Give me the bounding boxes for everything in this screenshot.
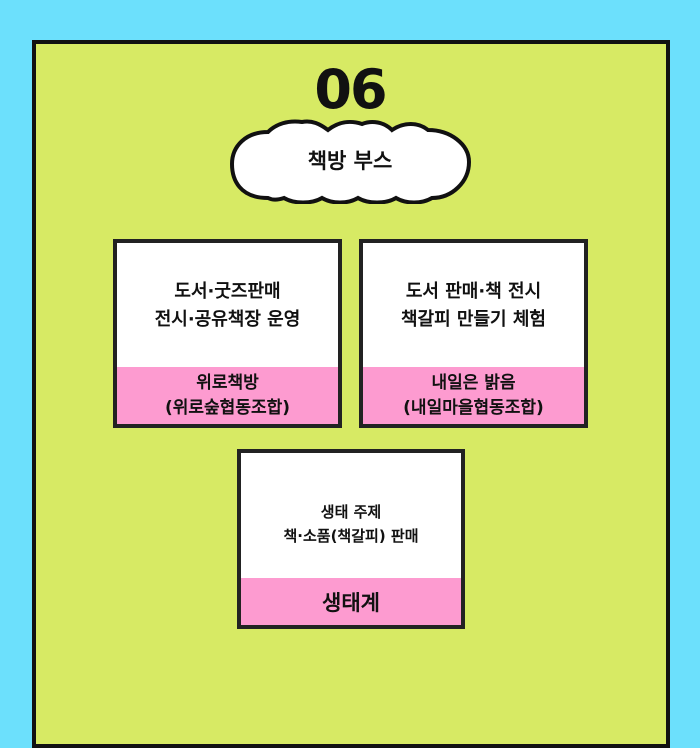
booth-description: 도서·굿즈판매 전시·공유책장 운영	[117, 243, 338, 368]
desc-line: 도서·굿즈판매	[174, 280, 281, 302]
desc-line: 도서 판매·책 전시	[405, 280, 542, 302]
booth-description: 도서 판매·책 전시 책갈피 만들기 체험	[363, 243, 584, 368]
desc-line: 생태 주제	[320, 502, 382, 521]
section-number: 06	[314, 58, 387, 121]
organizer-affiliation: (내일마을협동조합)	[403, 397, 544, 418]
organizer-affiliation: (위로숲협동조합)	[164, 397, 291, 418]
booth-organizer: 위로책방 (위로숲협동조합)	[117, 367, 338, 424]
booth-title: 책방 부스	[307, 149, 393, 173]
desc-line: 책갈피 만들기 체험	[400, 308, 546, 330]
booth-organizer: 생태계	[241, 578, 461, 625]
desc-line: 책·소품(책갈피) 판매	[283, 526, 419, 545]
organizer-name: 위로책방	[196, 372, 259, 393]
desc-line: 전시·공유책장 운영	[154, 308, 301, 330]
booth-description: 생태 주제 책·소품(책갈피) 판매	[241, 453, 461, 586]
organizer-name: 생태계	[322, 590, 380, 615]
booth-card: 생태 주제 책·소품(책갈피) 판매 생태계	[237, 449, 465, 629]
booth-organizer: 내일은 밝음 (내일마을협동조합)	[363, 367, 584, 424]
booth-card: 도서 판매·책 전시 책갈피 만들기 체험 내일은 밝음 (내일마을협동조합)	[359, 239, 588, 428]
organizer-name: 내일은 밝음	[431, 372, 516, 393]
cloud-badge-icon	[229, 119, 472, 204]
booth-card: 도서·굿즈판매 전시·공유책장 운영 위로책방 (위로숲협동조합)	[113, 239, 342, 428]
